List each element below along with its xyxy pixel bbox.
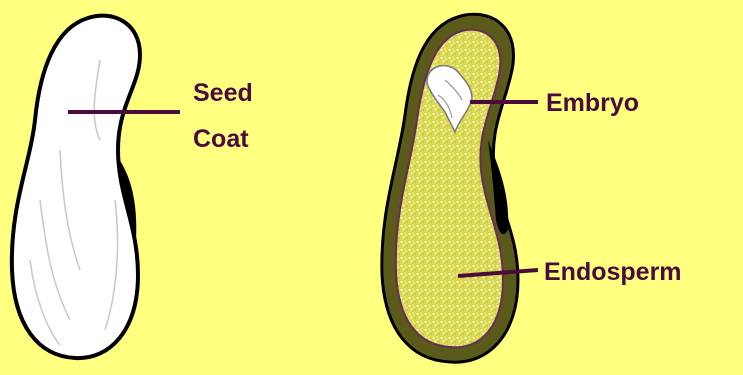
seed-cross-section	[382, 14, 518, 362]
endosperm-label: Endosperm	[544, 257, 682, 287]
whole-seed	[12, 16, 140, 358]
embryo-label: Embryo	[546, 88, 639, 118]
seed-coat-label-line2: Coat	[193, 124, 249, 154]
seed-coat-label-line1: Seed	[193, 78, 253, 108]
whole-seed-body	[12, 16, 140, 358]
